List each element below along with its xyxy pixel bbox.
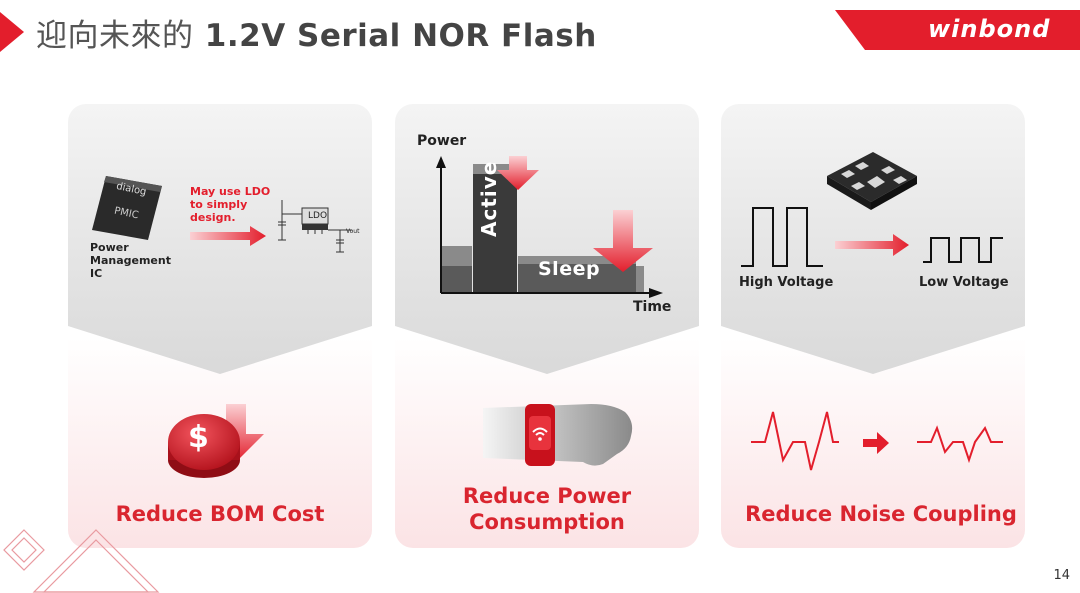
- ldo-schematic-icon: [278, 200, 352, 253]
- right-arrow-icon: [835, 234, 909, 256]
- axis-power-label: Power: [417, 133, 467, 149]
- card-top-chevron: [721, 104, 1025, 374]
- ldo-label: LDO: [308, 211, 328, 221]
- low-voltage-wave-icon: [923, 237, 1003, 263]
- high-voltage-label: High Voltage: [739, 275, 834, 290]
- title-chevron-icon: [0, 12, 24, 52]
- high-noise-wave-icon: [751, 411, 839, 471]
- page-title-cjk: 迎向未來的: [36, 18, 194, 54]
- right-arrow-icon: [190, 226, 266, 246]
- card-top-chevron: [395, 104, 699, 374]
- smartwatch-icon: [483, 404, 633, 466]
- vout-label: Vout: [346, 228, 360, 235]
- power-state-graph: [436, 156, 663, 298]
- right-arrow-icon: [863, 432, 889, 454]
- ldo-note: May use LDO to simply design.: [190, 185, 271, 224]
- caption-reduce-power-line2: Consumption: [469, 510, 625, 534]
- page-number: 14: [1053, 568, 1070, 583]
- sleep-label: Sleep: [538, 258, 601, 280]
- brand-banner: [835, 10, 1080, 50]
- chip-caption: Power Management IC: [90, 241, 171, 280]
- decorative-diamonds: [3, 529, 160, 593]
- page-title: 迎向未來的 1.2V Serial NOR Flash: [36, 10, 597, 55]
- high-voltage-wave-icon: [741, 207, 823, 267]
- caption-reduce-power-line1: Reduce Power: [462, 484, 632, 508]
- coin-down-arrow-icon: [168, 404, 264, 478]
- pmic-chip-icon: [92, 176, 162, 240]
- active-label: Active: [477, 160, 501, 237]
- axis-time-label: Time: [633, 299, 672, 315]
- low-voltage-label: Low Voltage: [919, 275, 1009, 290]
- page-title-main: 1.2V Serial NOR Flash: [204, 18, 597, 54]
- card-reduce-noise: High Voltage Low Voltage Reduce Noise Co…: [721, 104, 1025, 548]
- chip-package-icon: [827, 152, 917, 210]
- low-noise-wave-icon: [917, 425, 1003, 464]
- card-reduce-power: Power Time Active Sleep Reduce Power Con…: [395, 104, 699, 548]
- caption-reduce-noise: Reduce Noise Coupling: [745, 502, 1017, 526]
- caption-reduce-bom: Reduce BOM Cost: [115, 502, 325, 526]
- coin-symbol: $: [188, 420, 209, 455]
- winbond-logo: winbond: [928, 15, 1051, 43]
- card-reduce-bom: dialog PMIC Power Management IC May use …: [68, 104, 372, 548]
